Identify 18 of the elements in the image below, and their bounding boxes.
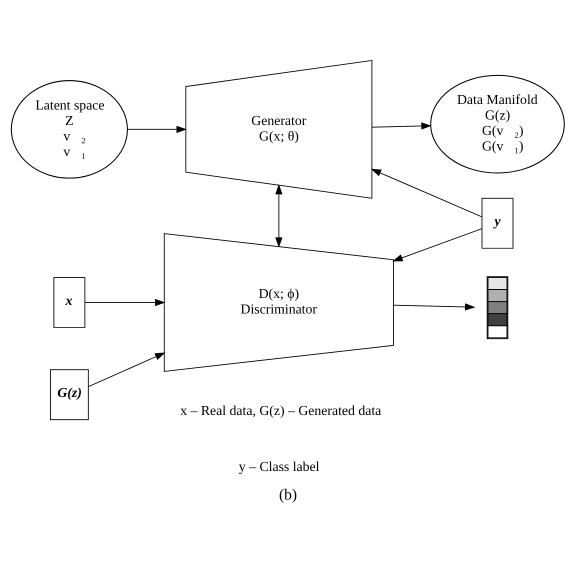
arrow [88,352,166,387]
label: x – Real data, G(z) – Generated data [180,403,382,418]
arrow [370,168,482,218]
arrow [275,184,282,248]
node-box: D(x; ϕ) Discriminator [164,233,394,372]
caption: (b) [278,486,298,504]
arrow [84,298,166,306]
node-box: y [482,198,514,249]
node-ellipse: Data Manifold G(z) G(v⃗₂) G(v⃗₁) [430,74,565,174]
arrow [392,228,482,262]
node-box: G(z) [50,369,89,420]
label: y – Class label [238,459,320,474]
node-box: Generator G(x; θ) [185,60,372,199]
arrow [372,122,432,130]
node-ellipse: Latent space Z v⃗₂ v⃗₁ [10,80,128,179]
arrow [393,303,476,311]
arrow [126,126,187,133]
node-box: x [53,277,86,328]
